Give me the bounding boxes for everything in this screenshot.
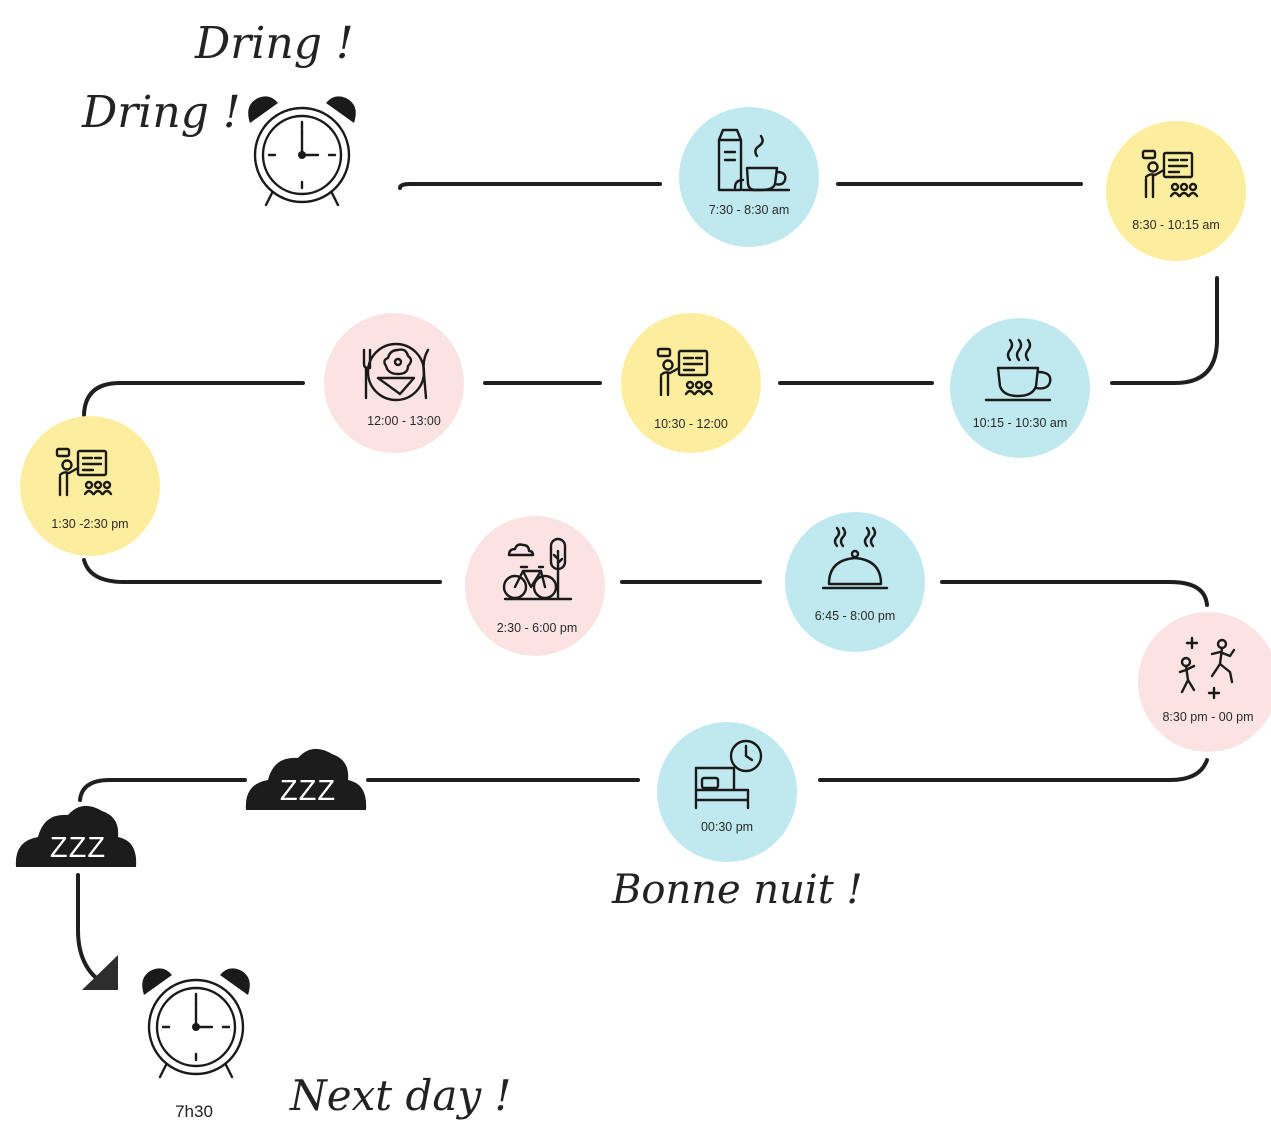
step-time: 1:30 -2:30 pm [51,517,128,531]
step-circle [20,416,160,556]
step-circle [679,107,819,247]
step-time: 12:00 - 13:00 [367,414,441,428]
coffee-cup-icon [984,338,1052,402]
step-time: 00:30 pm [701,820,753,834]
bicycle-icon [502,537,573,601]
cloche-icon [821,526,889,590]
zzz-text: ZZZ [280,775,336,807]
step-circle [657,722,797,862]
step-circle [785,512,925,652]
step-circle [1138,612,1271,752]
alarm-clock-icon [140,967,252,1079]
bed-clock-icon [694,739,763,810]
wake-exclamation-1: Dring ! [194,18,354,69]
step-circle [950,318,1090,458]
step-time: 2:30 - 6:00 pm [497,621,578,635]
step-time: 6:45 - 8:00 pm [815,609,896,623]
step-party: 8:30 pm - 00 pm [1138,612,1271,752]
step-coffee-break: 10:15 - 10:30 am [950,318,1090,458]
step-class-afternoon: 1:30 -2:30 pm [20,416,160,556]
breakfast-icon [717,128,791,192]
step-time: 10:30 - 12:00 [654,417,728,431]
step-circle [324,313,464,453]
wake-time-label: 7h30 [175,1102,213,1121]
step-time: 10:15 - 10:30 am [973,416,1068,430]
zzz-text: ZZZ [50,832,106,864]
lunch-plate-icon [362,342,430,402]
step-bedtime: 00:30 pm [657,722,797,862]
arrow-head-icon [82,955,118,990]
step-time: 8:30 - 10:15 am [1132,218,1220,232]
step-breakfast: 7:30 - 8:30 am [679,107,819,247]
step-time: 8:30 pm - 00 pm [1162,710,1253,724]
dancing-icon [1178,636,1236,700]
step-class-morning: 8:30 - 10:15 am [1106,121,1246,261]
sleep-cloud-2: ZZZ [15,805,137,867]
next-day-exclamation: Next day ! [289,1071,511,1120]
wake-exclamation-2: Dring ! [81,87,241,138]
sleep-cloud-1: ZZZ [245,748,367,810]
step-time: 7:30 - 8:30 am [709,203,790,217]
step-dinner: 6:45 - 8:00 pm [785,512,925,652]
good-night-exclamation: Bonne nuit ! [611,867,863,913]
alarm-clock-icon [246,95,357,207]
step-leisure: 2:30 - 6:00 pm [465,516,605,656]
step-lunch: 12:00 - 13:00 [324,313,464,453]
step-class-late-morning: 10:30 - 12:00 [621,313,761,453]
